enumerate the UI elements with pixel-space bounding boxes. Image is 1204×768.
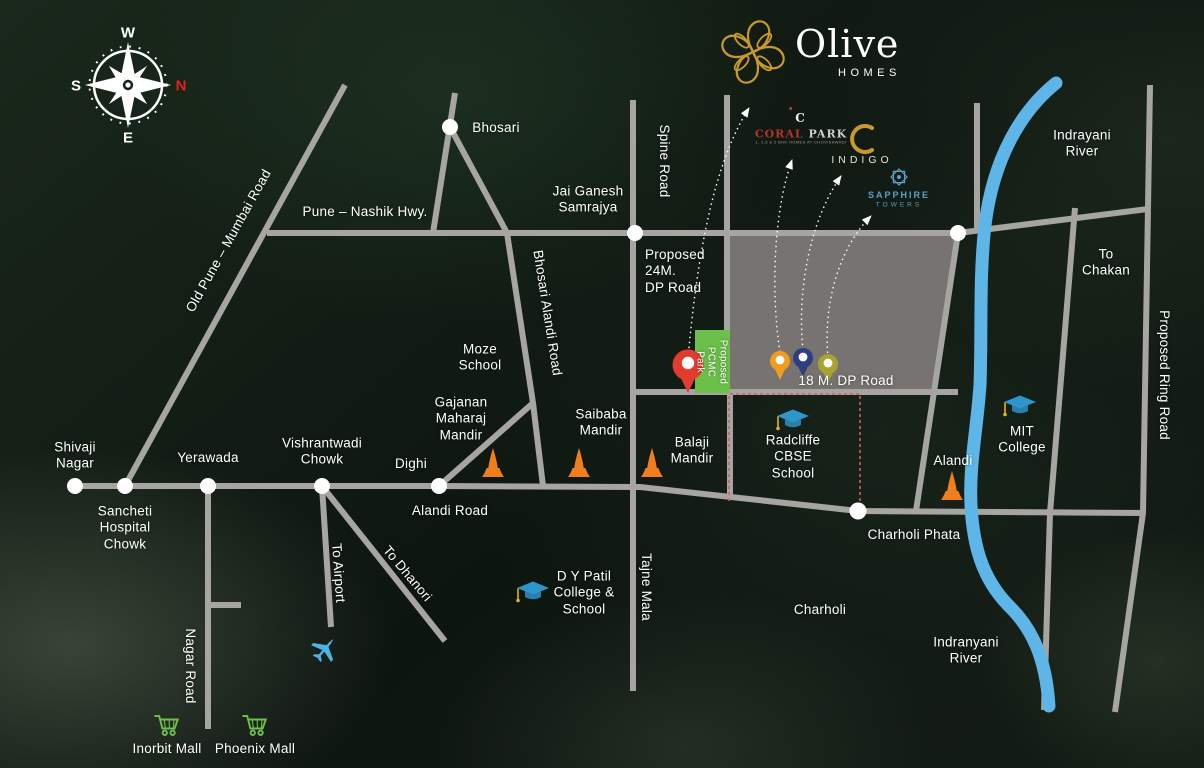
- label-spine-road: Spine Road: [657, 124, 673, 198]
- label-radcliffe-school: Radcliffe CBSE School: [765, 432, 821, 481]
- label-pcmc-park: Proposed PCMC Park: [694, 339, 729, 385]
- label-bhosari: Bhosari: [472, 119, 520, 135]
- arrow-to-indigo: [800, 175, 842, 351]
- label-yerawada: Yerawada: [177, 449, 239, 465]
- label-phoenix-mall: Phoenix Mall: [214, 740, 296, 756]
- label-saibaba-mandir: Saibaba Mandir: [575, 406, 627, 438]
- roads-layer: [75, 83, 1153, 729]
- label-proposed-ring-road: Proposed Ring Road: [1157, 310, 1173, 440]
- label-alandi: Alandi: [933, 452, 973, 468]
- label-vishrantwadi-chowk: Vishrantwadi Chowk: [281, 435, 363, 467]
- label-to-chakan: To Chakan: [1081, 246, 1131, 278]
- road-old-pune-mumbai: [122, 83, 348, 488]
- label-dighi: Dighi: [394, 455, 428, 471]
- coral-park-pin: [770, 351, 790, 380]
- shopping-cart-icon-inorbit: [153, 715, 179, 736]
- sapphire-logo-sub: TOWERS: [875, 201, 923, 209]
- temple-icon-alandi: [941, 471, 963, 500]
- logo-pointer-arrows: [687, 107, 872, 359]
- coral-park-logo-title: CORAL PARK: [755, 128, 847, 141]
- indrayani-river: [964, 76, 1063, 713]
- junction-nodes: [67, 119, 966, 520]
- shopping-cart-icon-phoenix: [241, 715, 267, 736]
- compass-rose: [85, 42, 171, 128]
- indigo-pin: [793, 348, 813, 377]
- label-gajanan-maharaj-mandir: Gajanan Maharaj Mandir: [434, 394, 488, 443]
- indigo-moon-icon: [850, 124, 874, 154]
- label-pune-nashik-hwy: Pune – Nashik Hwy.: [302, 203, 428, 219]
- graduation-cap-icon-mit: [1002, 394, 1037, 418]
- graduation-cap-icon-radcliffe: [775, 408, 810, 432]
- label-moze-school: Moze School: [458, 341, 502, 373]
- arrow-to-sapphire: [826, 215, 872, 359]
- road-to-dhanori: [319, 484, 448, 643]
- label-18m-dp-road: 18 M. DP Road: [798, 372, 894, 388]
- label-balaji-mandir: Balaji Mandir: [670, 434, 714, 466]
- graduation-cap-icon-dy-patil: [515, 580, 550, 604]
- brand-name: Olive: [795, 22, 900, 66]
- label-charholi: Charholi: [793, 601, 847, 617]
- label-shivaji-nagar: Shivaji Nagar: [54, 439, 96, 471]
- compass-north-label: N: [175, 77, 187, 95]
- label-inorbit-mall: Inorbit Mall: [132, 740, 202, 756]
- road-alandi-charholi: [75, 483, 1144, 516]
- olive-homes-site-pin: [672, 349, 704, 393]
- sapphire-logo-title: SAPPHIRE: [867, 190, 931, 200]
- development-plot-area: [730, 236, 958, 390]
- coral-word2: PARK: [808, 127, 848, 141]
- road-alandi-link: [913, 232, 961, 512]
- road-proposed-ring: [1112, 84, 1153, 713]
- label-alandi-road: Alandi Road: [411, 502, 489, 518]
- label-mit-college: MIT College: [998, 423, 1046, 455]
- sapphire-gem-icon: [890, 168, 908, 186]
- road-to-chakan: [1041, 207, 1078, 711]
- compass-east-label: E: [122, 129, 134, 147]
- sapphire-pin: [818, 354, 838, 383]
- label-proposed-24m-dp-road: Proposed 24M. DP Road: [645, 247, 705, 295]
- label-nagar-road: Nagar Road: [183, 628, 199, 704]
- coral-word1: CORAL: [754, 127, 804, 141]
- coral-park-logo-tagline: 1, 1.5 & 2 BHK HOMES AT CHOVISAWADI: [755, 139, 847, 145]
- label-charholi-phata: Charholi Phata: [867, 526, 961, 542]
- label-indrayani-river: Indrayani River: [1053, 127, 1111, 159]
- site-boundary-dashed: [728, 393, 861, 508]
- road-gajanan-link: [437, 400, 535, 489]
- temple-icon-saibaba: [568, 448, 590, 477]
- label-tajne-mala: Tajne Mala: [639, 553, 655, 621]
- label-indranyani-river: Indranyani River: [933, 634, 999, 666]
- road-bhosari: [430, 92, 458, 234]
- temple-icon-gajanan: [482, 448, 504, 477]
- label-jai-ganesh-samrajya: Jai Ganesh Samrajya: [552, 183, 624, 215]
- compass-west-label: W: [120, 24, 136, 42]
- coral-park-logo-icon: C: [789, 107, 805, 125]
- olive-homes-logo-icon: [721, 20, 785, 84]
- indigo-logo-title: INDIGO: [831, 154, 893, 166]
- compass-south-label: S: [70, 77, 82, 95]
- brand-type: HOMES: [838, 67, 901, 79]
- airplane-icon: [311, 639, 334, 663]
- temple-icon-balaji: [641, 448, 663, 477]
- road-bhosari-alandi: [447, 125, 546, 487]
- label-sancheti-hospital-chowk: Sancheti Hospital Chowk: [97, 503, 153, 552]
- road-to-airport: [319, 485, 334, 628]
- label-dy-patil-college: D Y Patil College & School: [553, 568, 615, 617]
